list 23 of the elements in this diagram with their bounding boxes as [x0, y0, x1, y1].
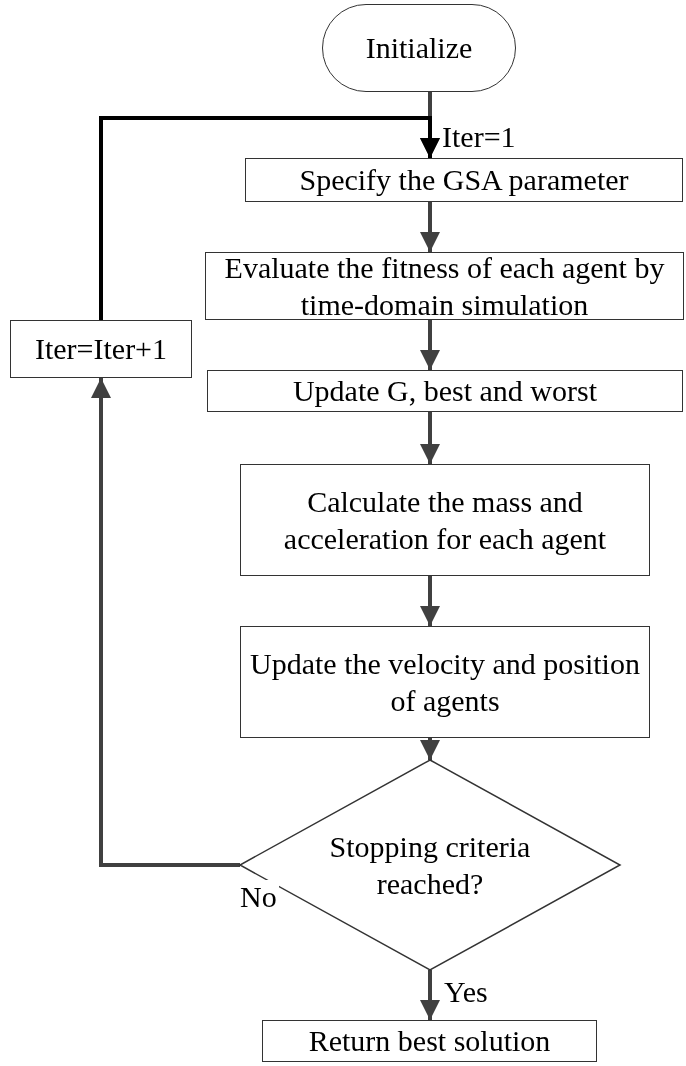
arrow: [91, 378, 240, 867]
process-box: [10, 320, 192, 378]
arrow: [420, 738, 440, 760]
node-text: Evaluate the fitness of each agent by time-domain simulation: [223, 249, 666, 323]
arrow: [99, 116, 440, 320]
process-box: [262, 1020, 597, 1062]
process-box: [240, 464, 650, 576]
node-text: Update G, best and worst: [291, 373, 599, 410]
node-text: Iter=Iter+1: [33, 331, 169, 368]
process-box: [245, 158, 683, 202]
arrow: [420, 412, 440, 464]
arrow: [420, 576, 440, 626]
process-box: [240, 626, 650, 738]
node-text: Update the velocity and position of agents: [249, 645, 641, 719]
arrow: [420, 202, 440, 252]
arrow: [420, 970, 440, 1020]
process-box: [207, 370, 683, 412]
node-text: Initialize: [364, 30, 474, 67]
node-text: Calculate the mass and acceleration for each agent: [282, 483, 608, 557]
node-text: Specify the GSA parameter: [298, 162, 630, 199]
node-text: Stopping criteria reached?: [328, 828, 532, 902]
node-text: Return best solution: [307, 1023, 552, 1060]
arrow: [420, 320, 440, 370]
